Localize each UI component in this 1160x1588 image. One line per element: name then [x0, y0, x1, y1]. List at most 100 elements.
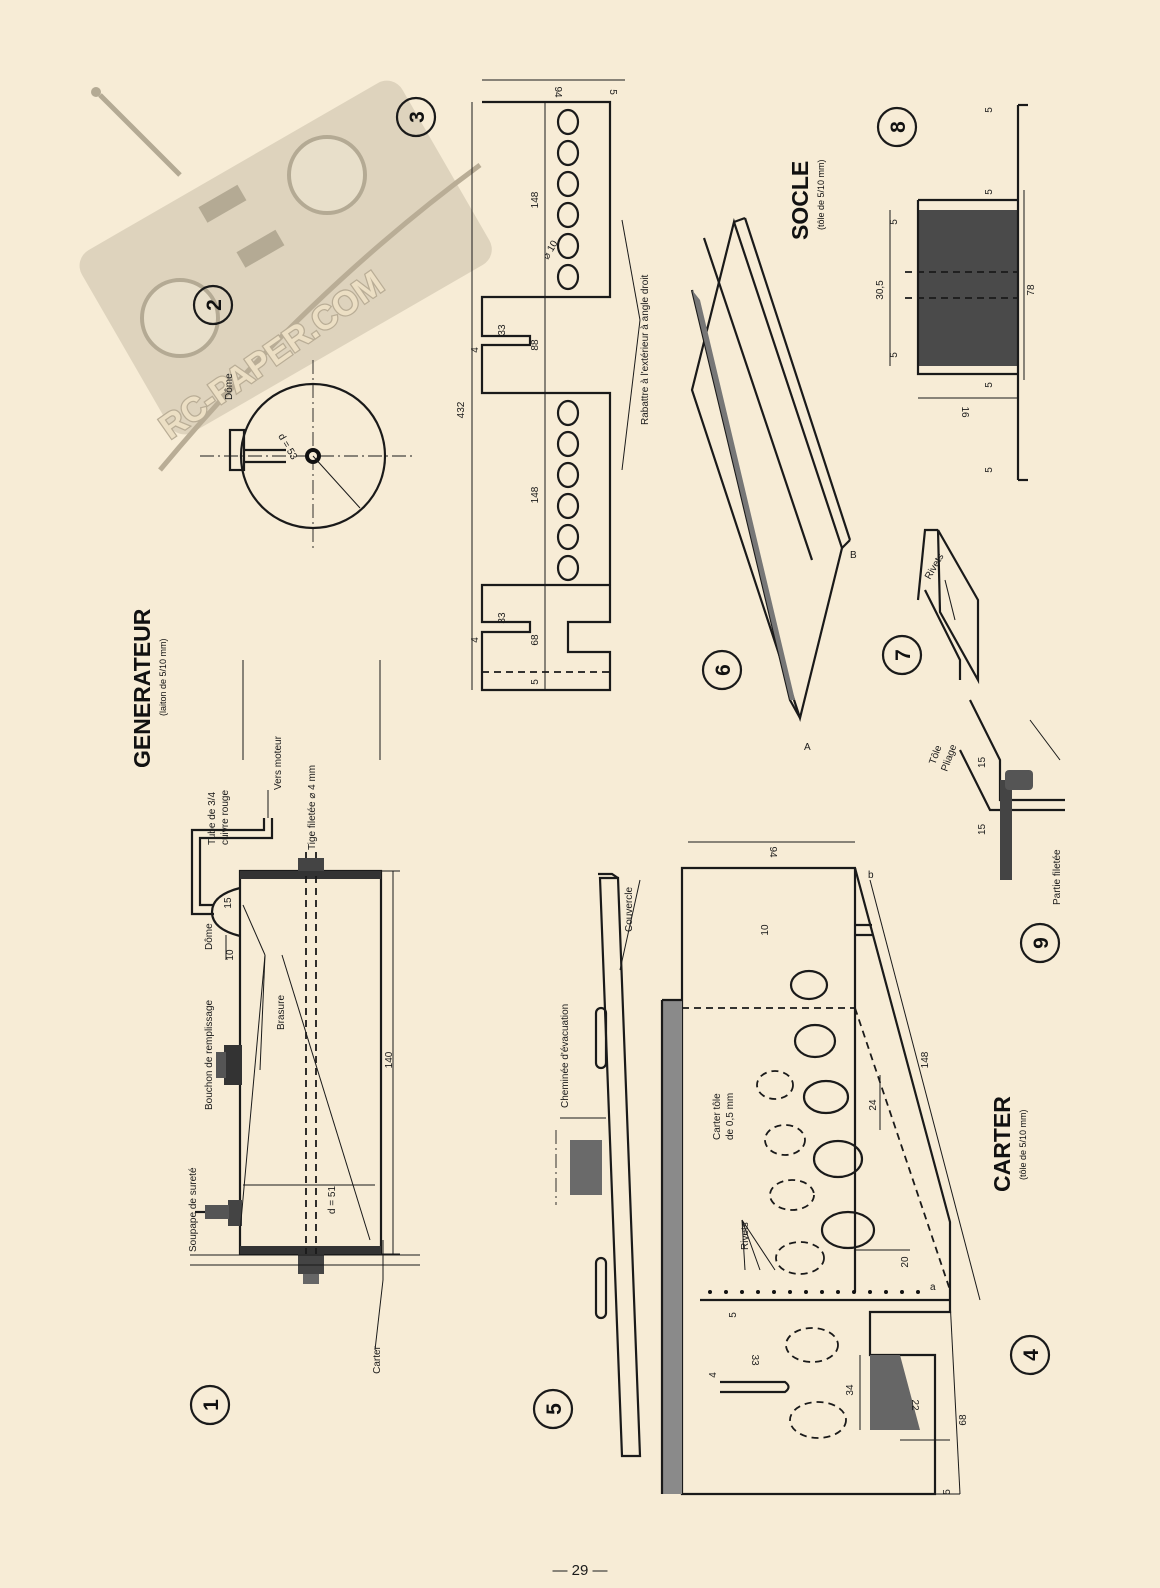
f3-dim-148b: 148	[530, 486, 541, 503]
f2-dim-d53: d = 53	[275, 432, 299, 462]
label-soupape: Soupape de sureté	[188, 1167, 199, 1252]
label-bouchon: Bouchon de remplissage	[204, 999, 215, 1110]
subtitle-generateur: (laiton de 5/10 mm)	[158, 638, 168, 716]
label-point-a: a	[930, 1282, 936, 1293]
f4-dim-94: 94	[767, 846, 778, 858]
f4-rivets-row	[708, 1290, 920, 1294]
f4-dim-10: 10	[760, 924, 771, 936]
f3-dim-33a: 33	[497, 324, 508, 336]
label-couvercle: Couvercle	[624, 887, 635, 932]
f8-dim-5b: 5	[984, 189, 995, 195]
label-carter-tole-2: de 0,5 mm	[725, 1093, 736, 1140]
f4-dim-5b: 5	[942, 1489, 953, 1495]
subtitle-socle: (tôle de 5/10 mm)	[816, 159, 826, 230]
label-cuivre: cuivre rouge	[220, 790, 231, 845]
figure-7: Rivets	[916, 528, 980, 685]
f8-dim-5d: 5	[889, 352, 900, 358]
title-socle: SOCLE	[787, 161, 813, 240]
f8-dim-5e: 5	[984, 382, 995, 388]
svg-text:9: 9	[1030, 937, 1053, 949]
f8-dim-5f: 5	[984, 467, 995, 473]
label-vers-moteur: Vers moteur	[273, 735, 284, 790]
subtitle-carter: (tôle de 5/10 mm)	[1018, 1109, 1028, 1180]
label-brasure: Brasure	[276, 995, 287, 1030]
f3-holes-top	[556, 108, 580, 291]
f3-dim-4a: 4	[470, 347, 481, 353]
figure-number-6: 6	[701, 649, 743, 691]
title-generateur: GENERATEUR	[129, 608, 155, 768]
svg-text:8: 8	[887, 121, 910, 133]
figure-number-3: 3	[395, 96, 437, 138]
f1-dim-10: 10	[225, 949, 236, 961]
f3-holes-bottom	[556, 399, 580, 582]
f3-dim-5a: 5	[607, 89, 618, 95]
f1-dim-140: 140	[384, 1051, 395, 1068]
f3-dim-33b: 33	[497, 612, 508, 624]
figure-6: B A	[690, 216, 857, 753]
f3-dim-68: 68	[530, 634, 541, 646]
label-tige: Tige filetée ⌀ 4 mm	[307, 765, 318, 850]
svg-text:4: 4	[1020, 1349, 1043, 1361]
figure-number-9: 9	[1019, 922, 1061, 964]
label-point-B: B	[850, 550, 857, 561]
f9-dim-15b: 15	[977, 823, 988, 835]
f3-dim-94: 94	[552, 86, 563, 98]
f4-dim-4: 4	[708, 1372, 719, 1378]
figure-number-5: 5	[532, 1388, 574, 1430]
label-rivets-7: Rivets	[923, 552, 946, 582]
f4-dim-20: 20	[900, 1256, 911, 1268]
f3-dim-4b: 4	[470, 637, 481, 643]
f4-dim-68: 68	[958, 1414, 969, 1426]
figure-5: Cheminée d'évacuation Couvercle	[555, 872, 642, 1458]
f8-dim-16: 16	[959, 406, 970, 418]
f4-dim-24: 24	[868, 1099, 879, 1111]
f1-dim-15: 15	[223, 897, 234, 909]
page-number: — 29 —	[552, 1562, 608, 1579]
figure-number-1: 1	[189, 1384, 231, 1426]
svg-text:1: 1	[200, 1399, 223, 1411]
figure-4: 94 10 148 24 20 5 33 4 34 22 68 5 Carter…	[660, 841, 981, 1496]
label-partie-filetee: Partie filetée	[1052, 849, 1063, 905]
figure-number-7: 7	[881, 634, 923, 676]
f4-dim-22: 22	[909, 1399, 920, 1411]
f4-holes-dashed	[756, 1070, 847, 1439]
f8-dim-30: 30,5	[875, 280, 886, 300]
figure-8: 5 5 5 30,5 5 78 5 16 5	[875, 103, 1037, 482]
svg-text:5: 5	[543, 1403, 566, 1415]
f8-dim-78: 78	[1026, 284, 1037, 296]
label-cheminee: Cheminée d'évacuation	[560, 1004, 571, 1108]
f3-dim-432: 432	[456, 401, 467, 418]
figure-number-2: 2	[192, 284, 234, 326]
title-carter: CARTER	[989, 1096, 1015, 1192]
f3-dim-88: 88	[530, 339, 541, 351]
label-dome2: Dôme	[224, 373, 235, 400]
f4-dim-148: 148	[920, 1051, 931, 1068]
label-carter: Carter	[372, 1345, 383, 1373]
label-point-A: A	[804, 742, 811, 753]
f4-dim-5: 5	[728, 1312, 739, 1318]
figure-2: d = 53 Dôme	[200, 360, 412, 552]
f1-dim-d51: d = 51	[327, 1186, 338, 1215]
figure-3: 94 5 148 ⌀ 10 33 4 88 432 148 33 4 68 5 …	[456, 79, 651, 692]
label-tube: Tube de 3/4	[207, 792, 218, 845]
f4-dim-33: 33	[749, 1354, 760, 1366]
svg-text:6: 6	[712, 664, 735, 676]
f4-dim-34: 34	[845, 1384, 856, 1396]
f3-dim-148a: 148	[530, 191, 541, 208]
figure-number-4: 4	[1009, 1334, 1051, 1376]
svg-text:3: 3	[406, 111, 429, 123]
f8-dim-5a: 5	[984, 107, 995, 113]
watermark-logo: RC-PAPER.COM	[79, 80, 492, 472]
f3-dim-5b: 5	[530, 679, 541, 685]
label-dome: Dôme	[204, 923, 215, 950]
label-rabattre: Rabattre à l'extérieur à angle droit	[640, 274, 651, 425]
f9-dim-15a: 15	[977, 756, 988, 768]
f8-dim-5c: 5	[889, 219, 900, 225]
figure-1: d = 51 140 10 15 Soupape de sureté Bouch…	[188, 735, 420, 1374]
svg-text:7: 7	[892, 649, 915, 661]
label-point-b: b	[868, 870, 874, 881]
f4-holes-solid	[789, 969, 876, 1250]
figure-number-8: 8	[876, 106, 918, 148]
svg-text:2: 2	[203, 299, 226, 311]
